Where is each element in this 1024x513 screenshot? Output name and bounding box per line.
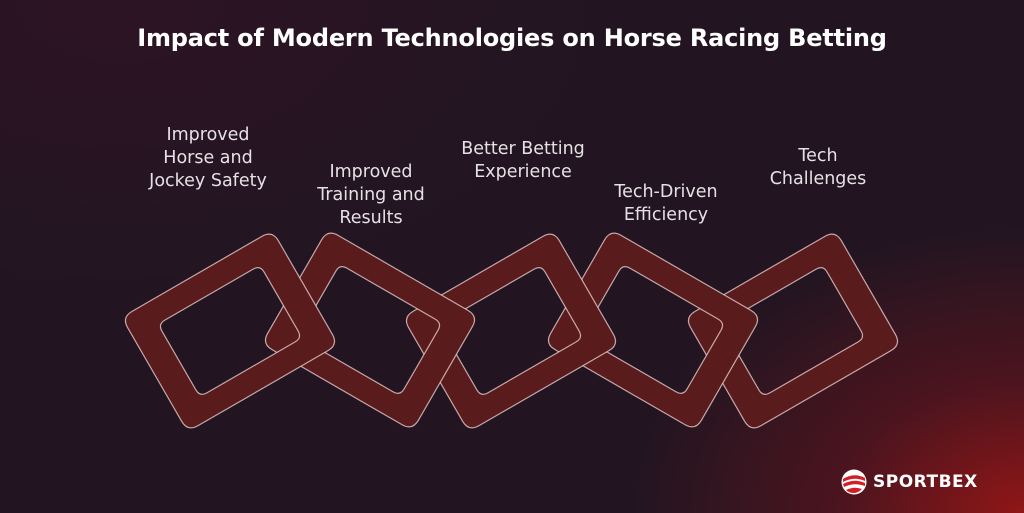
chain-link-5: [684, 229, 902, 433]
chain-link-4: [544, 228, 762, 432]
link-label-training-results: Improved Training and Results: [317, 162, 425, 228]
link-label-tech-efficiency: Tech-Driven Efficiency: [614, 182, 718, 225]
sportbex-logo-icon: [841, 469, 867, 495]
brand-name: SPORTBEX: [873, 472, 978, 492]
chain-link-3: [402, 229, 620, 433]
brand-logo: SPORTBEX: [840, 468, 978, 496]
chain-link-2: [261, 228, 479, 432]
chain-link-1: [121, 229, 339, 433]
link-label-betting-experience: Better Betting Experience: [461, 139, 585, 182]
diagram-title: Impact of Modern Technologies on Horse R…: [137, 24, 887, 52]
link-label-tech-challenges: Tech Challenges: [769, 146, 867, 189]
link-label-horse-jockey-safety: Improved Horse and Jockey Safety: [149, 125, 267, 191]
